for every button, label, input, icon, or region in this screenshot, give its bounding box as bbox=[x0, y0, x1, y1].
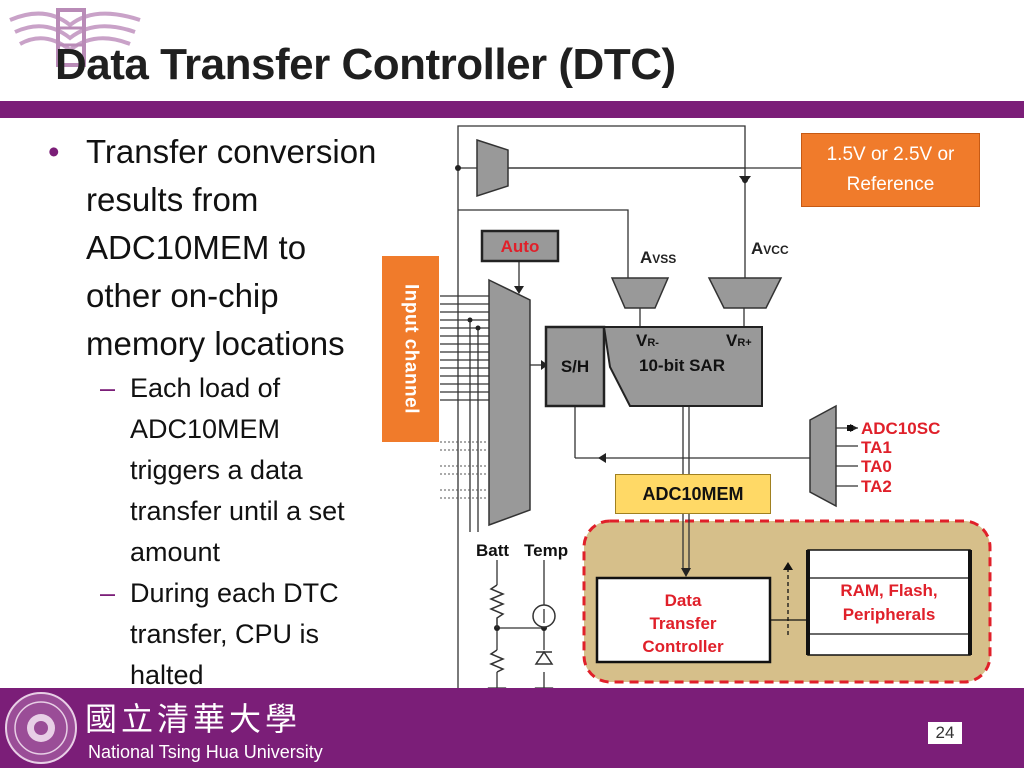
footer-bar bbox=[0, 688, 1024, 768]
sample-hold-block bbox=[544, 325, 606, 408]
avss-buffer bbox=[610, 277, 670, 309]
sub-bullet-line: Each load of bbox=[130, 373, 281, 403]
bullet-main: Transfer conversion results from ADC10ME… bbox=[48, 128, 408, 368]
university-chinese-name: 國立清華大學 bbox=[85, 700, 302, 738]
sub-bullet-line: triggers a data bbox=[130, 455, 303, 485]
trigger-adc10sc: ADC10SC bbox=[861, 419, 940, 438]
trigger-ta1: TA1 bbox=[861, 438, 892, 457]
dtc-label-line: Data bbox=[665, 591, 702, 610]
input-mux bbox=[488, 278, 531, 527]
vr-plus-label: VR+ bbox=[726, 331, 752, 350]
auto-block bbox=[480, 229, 560, 263]
input-channel-text: Input channel bbox=[400, 284, 422, 414]
sub-bullet-line: amount bbox=[130, 537, 221, 567]
page-number: 24 bbox=[928, 722, 962, 744]
adc10mem-callout: ADC10MEM bbox=[615, 474, 771, 514]
sub-bullet-line: transfer, CPU is bbox=[130, 619, 320, 649]
avcc-label: AVCC bbox=[751, 239, 789, 258]
title-divider bbox=[0, 101, 1024, 118]
auto-label: Auto bbox=[501, 237, 540, 256]
sar-label: 10-bit SAR bbox=[639, 356, 725, 375]
bullet-main-line: ADC10MEM to bbox=[86, 229, 307, 266]
university-seal-icon bbox=[5, 692, 77, 764]
temp-diode-icon bbox=[534, 650, 554, 665]
bullet-list: Transfer conversion results from ADC10ME… bbox=[48, 128, 408, 696]
university-name: National Tsing Hua University bbox=[88, 742, 323, 762]
batt-resistor-lower bbox=[489, 649, 505, 673]
dtc-label-line: Transfer bbox=[649, 614, 716, 633]
reference-line: Reference bbox=[846, 174, 935, 195]
vr-minus-label: VR- bbox=[636, 331, 659, 350]
dtc-block bbox=[595, 576, 772, 664]
reference-mux bbox=[476, 138, 509, 198]
page-title: Data Transfer Controller (DTC) bbox=[55, 40, 676, 89]
sub-bullet-line: ADC10MEM bbox=[130, 414, 281, 444]
avss-label: AVSS bbox=[640, 248, 676, 267]
temp-label: Temp bbox=[524, 541, 568, 560]
dtc-label-line: Controller bbox=[642, 637, 724, 656]
memory-label-line: RAM, Flash, bbox=[840, 581, 937, 600]
memory-label-line: Peripherals bbox=[843, 605, 936, 624]
reference-callout: 1.5V or 2.5V or Reference bbox=[801, 133, 980, 207]
reference-line: 1.5V or 2.5V or bbox=[826, 144, 955, 165]
sub-bullet-line: transfer until a set bbox=[130, 496, 345, 526]
sar-block bbox=[602, 326, 763, 407]
university-logo bbox=[9, 8, 141, 67]
trigger-ta0: TA0 bbox=[861, 457, 892, 476]
sample-hold-label: S/H bbox=[561, 357, 589, 376]
avcc-buffer bbox=[707, 277, 783, 309]
sub-bullet-line: During each DTC bbox=[130, 578, 339, 608]
trigger-mux bbox=[809, 404, 837, 508]
batt-label: Batt bbox=[476, 541, 509, 560]
sub-bullet-each-load: Each load of ADC10MEM triggers a data tr… bbox=[48, 368, 408, 573]
bullet-main-line: Transfer conversion bbox=[86, 133, 377, 170]
sub-bullet-cpu-halted: During each DTC transfer, CPU is halted bbox=[48, 573, 408, 696]
input-channel-label: Input channel bbox=[382, 256, 439, 442]
bullet-main-line: results from bbox=[86, 181, 259, 218]
trigger-ta2: TA2 bbox=[861, 477, 892, 496]
batt-resistor bbox=[489, 584, 505, 628]
bullet-main-line: other on-chip bbox=[86, 277, 279, 314]
bullet-main-line: memory locations bbox=[86, 325, 345, 362]
memory-block bbox=[807, 549, 971, 656]
sub-bullet-line: halted bbox=[130, 660, 204, 690]
